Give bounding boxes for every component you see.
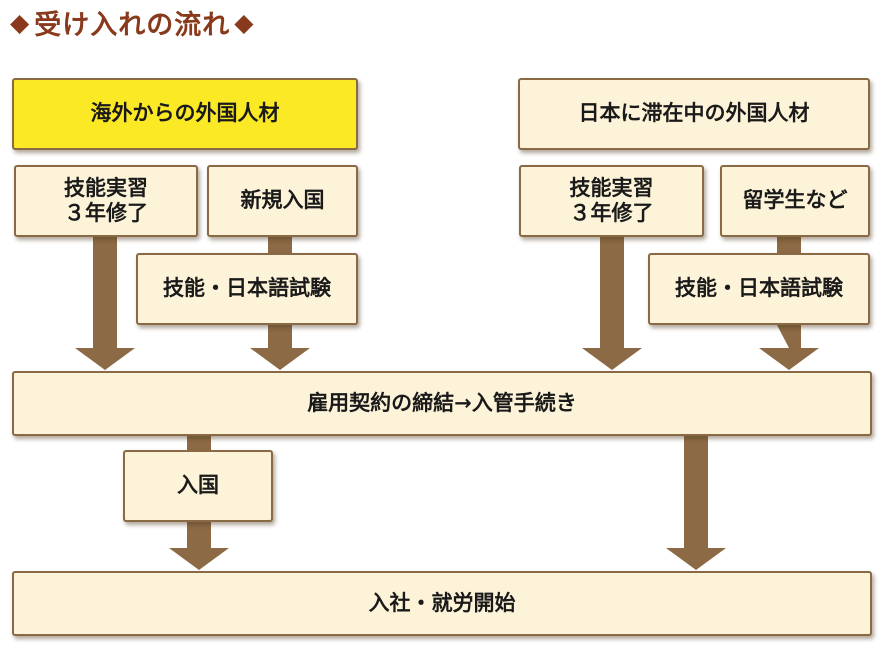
arrow-contract-to-start-work — [666, 436, 726, 570]
node-entry: 入国 — [123, 450, 273, 522]
node-students: 留学生など — [720, 165, 870, 237]
arrow-entry-to-start-work — [169, 522, 229, 570]
node-start-work: 入社・就労開始 — [12, 571, 872, 636]
arrow-right-exam-to-contract — [759, 325, 819, 370]
node-right-trainee: 技能実習 ３年修了 — [519, 165, 704, 237]
arrow-right-trainee-to-contract — [582, 237, 642, 370]
node-left-trainee: 技能実習 ３年修了 — [14, 165, 198, 237]
node-contract: 雇用契約の締結→入管手続き — [12, 371, 872, 436]
connector-contract-to-entry — [187, 436, 211, 450]
node-right-exam: 技能・日本語試験 — [648, 253, 870, 325]
node-overseas: 海外からの外国人材 — [12, 78, 358, 150]
diamond-right-icon: ◆ — [234, 7, 255, 37]
page-title: ◆ 受け入れの流れ ◆ — [10, 2, 254, 42]
diamond-left-icon: ◆ — [10, 7, 31, 37]
connector-new-entry-to-exam — [268, 237, 292, 253]
arrow-left-trainee-to-contract — [75, 237, 135, 370]
connector-students-to-exam — [777, 237, 801, 253]
node-left-exam: 技能・日本語試験 — [136, 253, 358, 325]
arrow-left-exam-to-contract — [250, 325, 310, 370]
node-domestic: 日本に滞在中の外国人材 — [518, 78, 870, 150]
title-text: 受け入れの流れ — [34, 9, 231, 41]
node-new-entry: 新規入国 — [207, 165, 358, 237]
